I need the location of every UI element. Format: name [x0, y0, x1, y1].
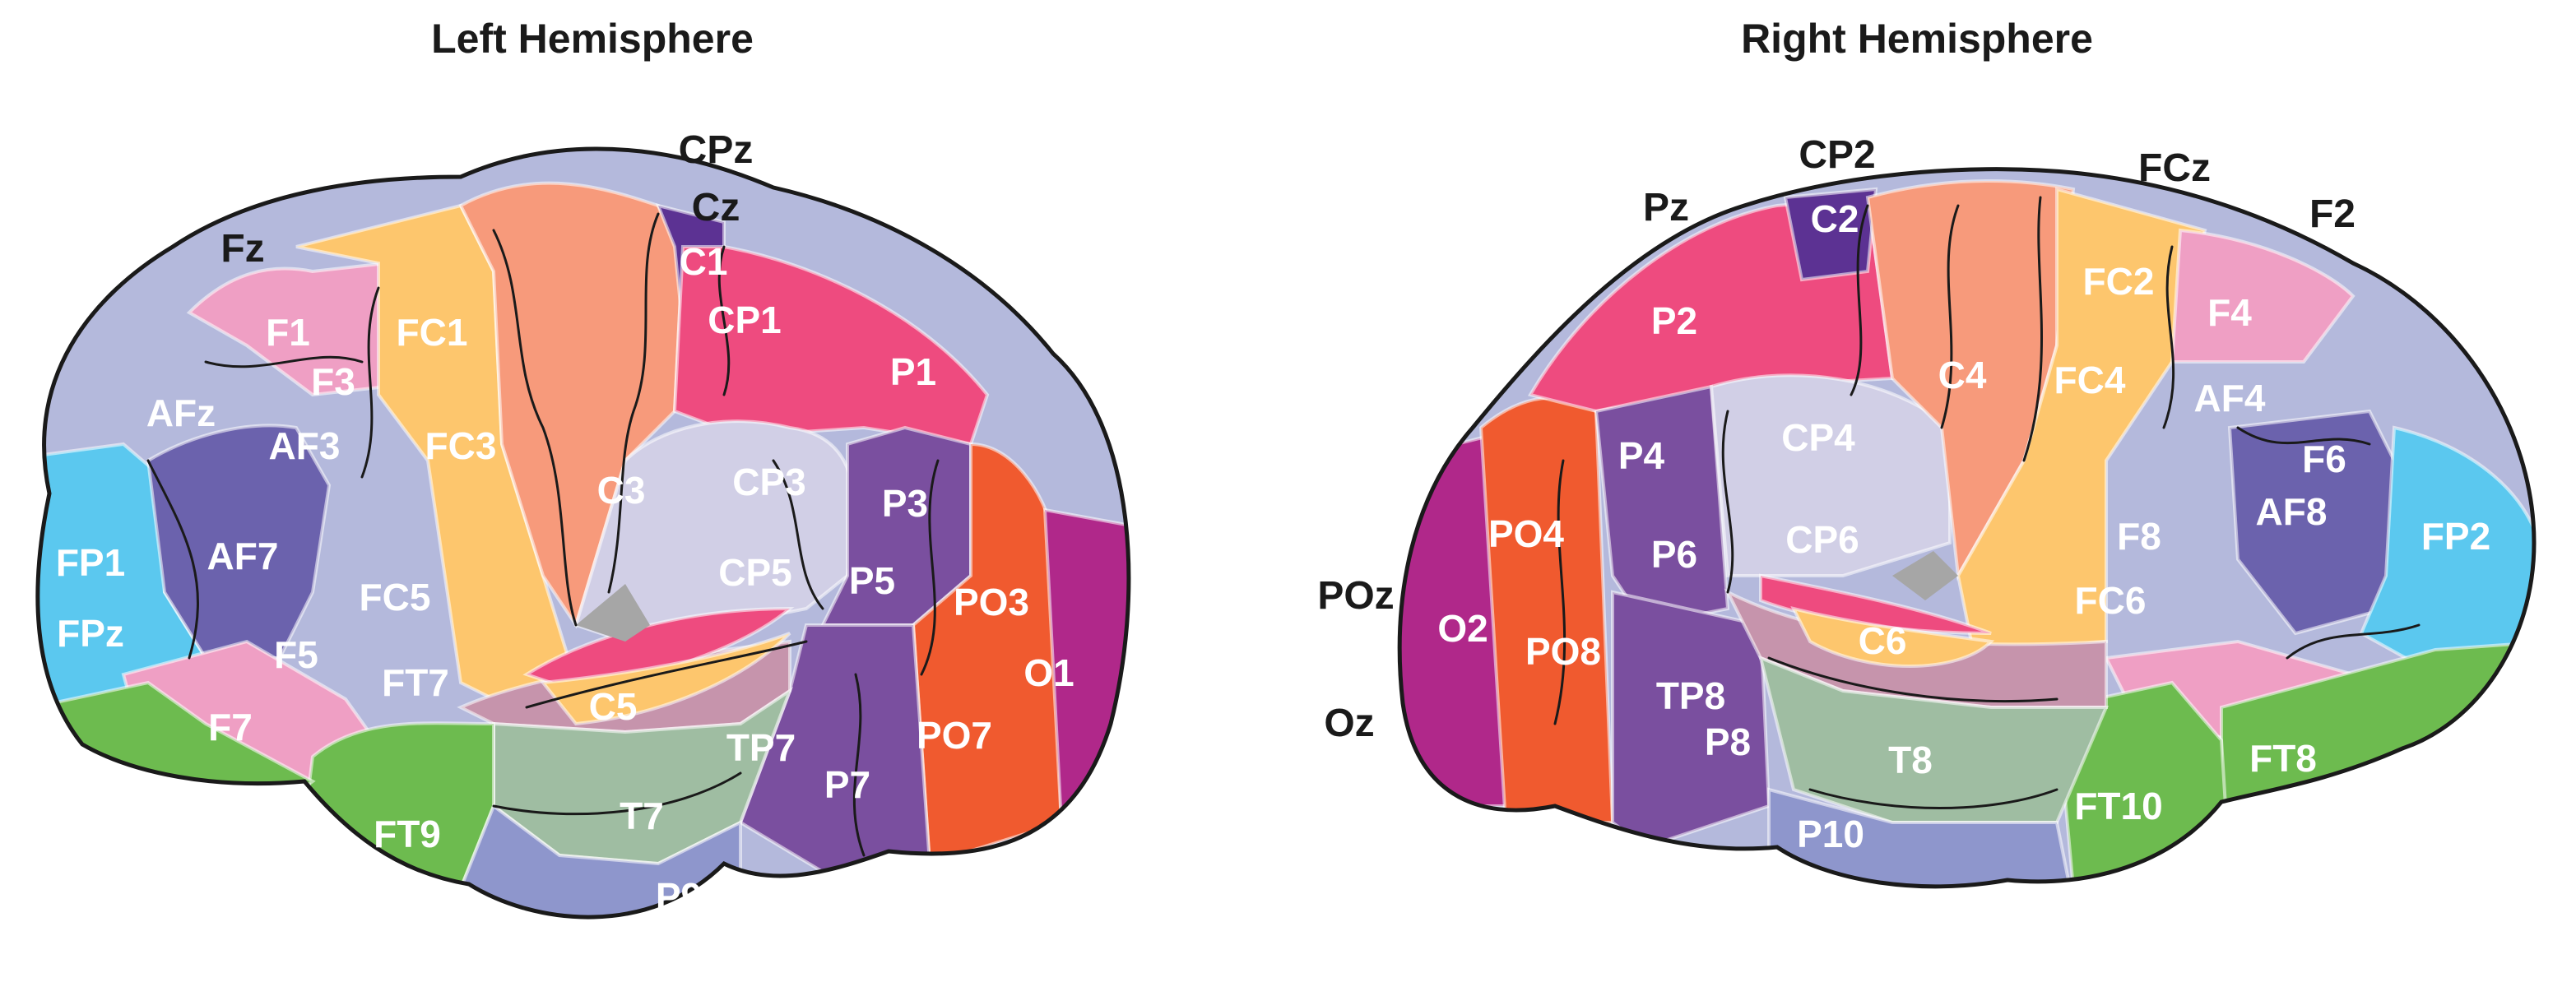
electrode-label: AF4: [2194, 377, 2266, 419]
electrode-label: P9: [656, 875, 702, 918]
electrode-label: TP8: [1656, 674, 1725, 717]
electrode-label: CP3: [732, 461, 805, 503]
right-sulci: [1553, 196, 2421, 809]
region-left-parietal-magenta: [672, 245, 990, 447]
electrode-label: AF3: [269, 424, 341, 467]
region-right-temporal-sage: [1758, 655, 2110, 824]
electrode-label: F5: [274, 633, 318, 676]
electrode-label: F6: [2302, 438, 2346, 480]
electrode-label: PO3: [954, 581, 1029, 623]
electrode-label: FPz: [57, 612, 124, 655]
electrode-label: F2: [2309, 192, 2356, 236]
electrode-label: PO8: [1525, 630, 1601, 673]
region-right-f-pink: [2170, 228, 2356, 364]
electrode-label: P3: [882, 482, 928, 525]
electrode-label: P1: [890, 350, 936, 393]
left-outside-labels: Fz Cz CPz: [220, 128, 753, 271]
electrode-label: FP1: [56, 541, 125, 584]
electrode-label: FT10: [2074, 785, 2162, 827]
electrode-label: PO4: [1488, 512, 1564, 555]
region-left-insula-grey: [576, 584, 650, 642]
electrode-label: AFz: [146, 391, 216, 434]
electrode-label: P4: [1618, 434, 1665, 477]
electrode-label: CP2: [1799, 133, 1875, 177]
region-right-insula-grey: [1892, 551, 1958, 600]
electrode-label: FT7: [382, 661, 449, 704]
region-right-frontal-pole: [2359, 425, 2534, 677]
electrode-label: F7: [208, 706, 253, 748]
electrode-label: T7: [620, 794, 664, 837]
electrode-label: FT9: [374, 813, 441, 855]
right-inside-labels: C2 P2 FC2 F4 C4 FC4 AF4 P4 CP4 F6 AF8 PO…: [1437, 197, 2490, 855]
electrode-label: PO7: [917, 714, 992, 757]
electrode-label: C3: [597, 469, 646, 512]
electrode-label: POz: [1317, 574, 1394, 618]
electrode-label: Oz: [1324, 702, 1374, 745]
left-sulci: [146, 212, 940, 857]
right-outside-labels: Pz CP2 FCz F2 POz Oz: [1317, 133, 2356, 745]
electrode-label: CP5: [718, 551, 791, 594]
electrode-label: F1: [266, 311, 310, 354]
electrode-label: FC6: [2075, 579, 2147, 622]
electrode-label: P10: [1797, 813, 1864, 855]
electrode-label: P7: [824, 763, 870, 806]
electrode-label: Fz: [220, 227, 264, 271]
electrode-label: FC1: [397, 311, 468, 354]
electrode-label: C2: [1811, 197, 1859, 240]
electrode-label: T8: [1888, 739, 1933, 781]
electrode-label: P5: [849, 559, 895, 602]
electrode-label: FCz: [2138, 146, 2211, 190]
left-hemisphere-title: Left Hemisphere: [431, 16, 754, 62]
right-hemisphere-outline: [1397, 167, 2537, 889]
electrode-label: FC4: [2054, 359, 2126, 401]
electrode-label: F3: [311, 360, 355, 403]
electrode-label: C1: [680, 240, 728, 283]
electrode-label: CP6: [1785, 518, 1859, 561]
region-left-af7: [146, 424, 332, 660]
electrode-label: P6: [1651, 533, 1697, 576]
electrode-label: FC3: [425, 424, 497, 467]
region-right-c2-purple: [1783, 187, 1878, 282]
electrode-label: TP7: [726, 726, 796, 769]
region-right-c6-yellow: [1790, 606, 1995, 668]
electrode-label: C6: [1859, 619, 1907, 662]
electrode-label: FC2: [2083, 260, 2155, 303]
electrode-label: P8: [1705, 720, 1751, 763]
electrode-label: P2: [1651, 299, 1697, 342]
electrode-label: CP1: [708, 299, 781, 341]
electrode-label: CPz: [679, 128, 754, 172]
electrode-label: C4: [1938, 354, 1987, 396]
electrode-label: C5: [589, 685, 638, 728]
electrode-label: Cz: [692, 186, 740, 229]
electrode-label: FC5: [360, 576, 431, 618]
electrode-label: AF7: [207, 535, 279, 577]
region-left-po-orange: [911, 442, 1064, 866]
left-hemisphere-outline: [35, 146, 1131, 920]
electrode-label: AF8: [2256, 490, 2328, 533]
electrode-label: O1: [1023, 651, 1074, 694]
electrode-label: F4: [2207, 291, 2252, 334]
electrode-label: CP4: [1781, 416, 1855, 459]
region-right-p8-violet: [1611, 590, 1771, 850]
region-left-c5-yellow: [540, 632, 791, 726]
electrode-label: FT8: [2249, 737, 2317, 780]
left-inside-labels: F1 F3 FC1 AFz AF3 FC3 C1 CP1 P1 C3 CP3 F…: [56, 240, 1074, 918]
electrode-label: F8: [2117, 515, 2161, 558]
electrode-label: Pz: [1643, 186, 1689, 229]
right-hemisphere-title: Right Hemisphere: [1741, 16, 2093, 62]
region-right-po-orange: [1478, 396, 1615, 824]
electrode-label: FP2: [2421, 515, 2490, 558]
electrode-label: O2: [1437, 607, 1488, 650]
